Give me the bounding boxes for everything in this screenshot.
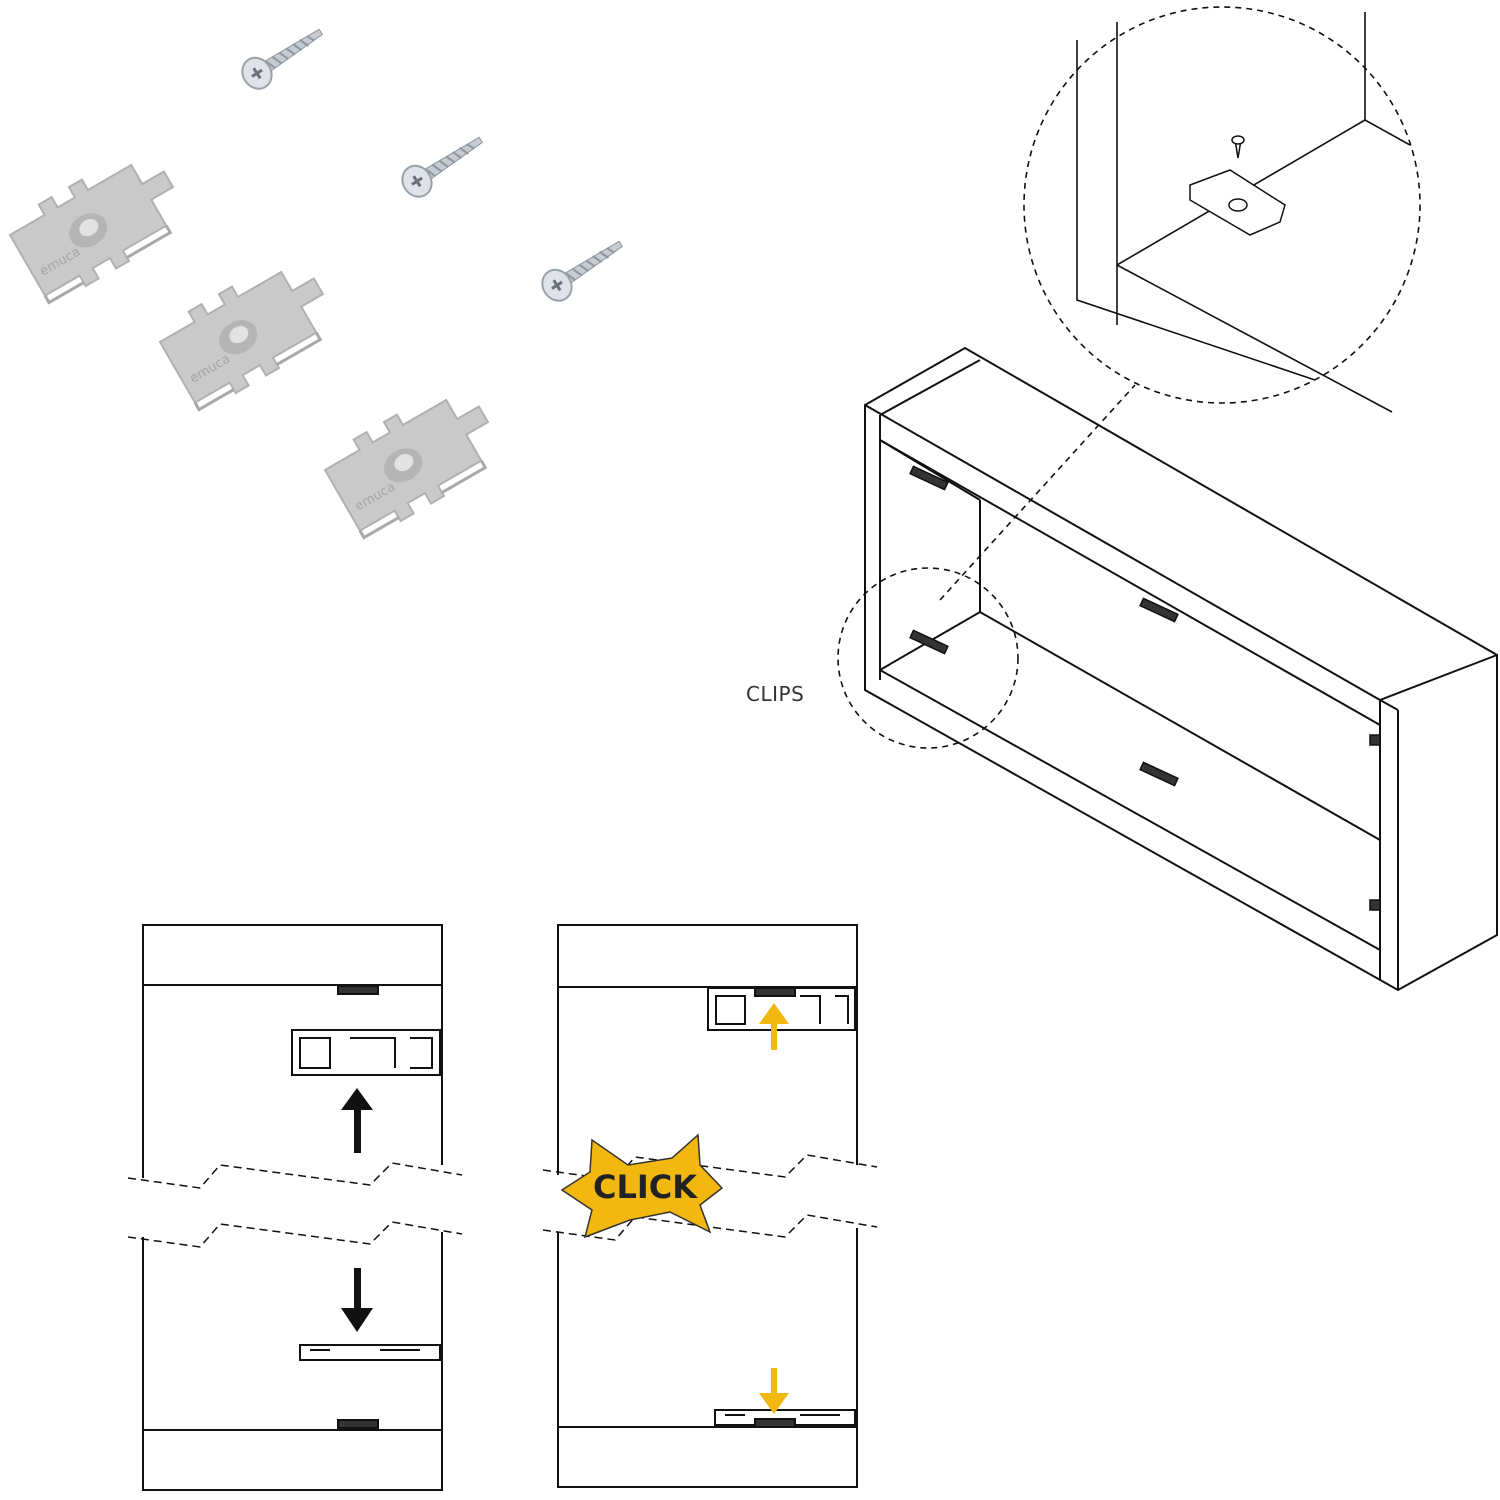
step-1-panel (127, 924, 463, 1491)
clip-2 (152, 247, 346, 415)
click-burst (560, 1133, 724, 1239)
clip-1 (2, 140, 196, 308)
cabinet-clip-marks (909, 465, 1381, 911)
cabinet-drawing (864, 346, 1498, 992)
screw-2 (395, 124, 491, 204)
detail-clip (1189, 135, 1286, 236)
clips-label: CLIPS (746, 682, 805, 706)
detail-callout (837, 6, 1421, 749)
down-arrow-icon (341, 1268, 373, 1332)
step-2-panel (542, 924, 878, 1488)
screw-1 (235, 16, 331, 96)
up-arrow-icon (341, 1088, 373, 1153)
click-label: CLICK (592, 1168, 698, 1206)
screw-3 (535, 228, 631, 308)
yellow-up-arrow-icon (759, 1003, 789, 1050)
yellow-down-arrow-icon (759, 1368, 789, 1414)
clip-3 (317, 375, 511, 543)
